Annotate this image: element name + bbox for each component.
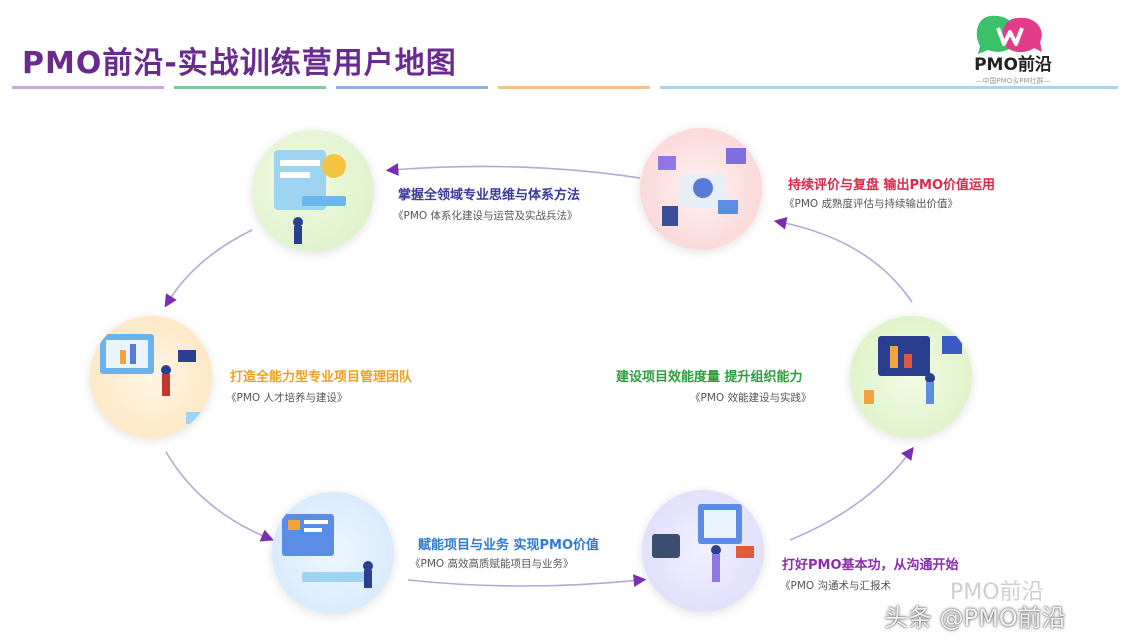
arrow-bottom-left (165, 451, 274, 542)
logo-tagline: —中国PMO＆PM社群— (975, 77, 1051, 85)
node-subtitle-middle-right: 《PMO 效能建设与实践》 (690, 392, 812, 404)
node-subtitle-bottom-left: 《PMO 高效高质赋能项目与业务》 (410, 558, 574, 570)
node-subtitle-top-right: 《PMO 成熟度评估与持续输出价值》 (784, 198, 958, 210)
node-illustration-middle-left (90, 316, 212, 438)
title-divider-purple (12, 86, 164, 89)
arrow-bottom-right (789, 446, 914, 541)
node-title-middle-right: 建设项目效能度量 提升组织能力 (616, 370, 803, 385)
node-subtitle-bottom-right: 《PMO 沟通术与汇报术 (780, 580, 891, 592)
node-title-middle-left: 打造全能力型专业项目管理团队 (230, 370, 413, 385)
pmo-logo-icon (976, 15, 1042, 54)
page-title: PMO前沿-实战训练营用户地图 (22, 46, 457, 81)
arrow-bottom (407, 574, 647, 588)
arrow-top-left (164, 229, 253, 308)
node-illustration-bottom-left (272, 492, 394, 614)
watermark-brand: PMO前沿 (950, 580, 1044, 605)
arrow-top-right (773, 216, 913, 303)
node-subtitle-middle-left: 《PMO 人才培养与建设》 (226, 392, 348, 404)
watermark-toutiao: 头条 @PMO前沿 (884, 604, 1066, 632)
node-subtitle-top-left: 《PMO 体系化建设与运营及实战兵法》 (393, 210, 578, 222)
node-title-bottom-right: 打好PMO基本功，从沟通开始 (782, 558, 959, 573)
node-title-bottom-left: 赋能项目与业务 实现PMO价值 (418, 538, 600, 553)
arrow-top (385, 163, 641, 179)
title-divider-green (174, 86, 326, 89)
node-title-top-right: 持续评价与复盘 输出PMO价值运用 (788, 178, 996, 193)
node-illustration-top-left (252, 130, 374, 252)
node-title-top-left: 掌握全领域专业思维与体系方法 (398, 188, 581, 203)
node-illustration-top-right (640, 128, 762, 250)
title-divider-lightblue (660, 86, 1118, 89)
logo-wordmark: PMO前沿 (974, 55, 1052, 75)
node-illustration-middle-right (850, 316, 972, 438)
title-divider-blue (336, 86, 488, 89)
title-divider-orange (498, 86, 650, 89)
node-illustration-bottom-right (642, 490, 764, 612)
